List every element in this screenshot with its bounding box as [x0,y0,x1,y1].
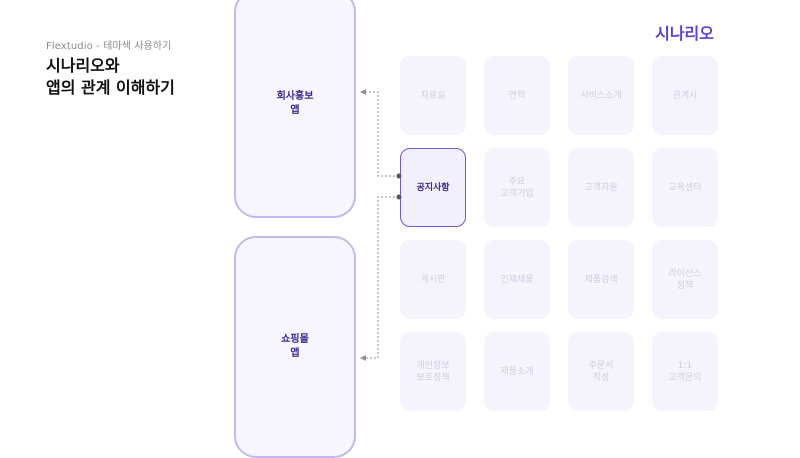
scenario-tile-label: 공지사항 [416,182,450,193]
scenario-tile-label: 인재채용 [500,274,534,285]
scenario-tile-label: 개인정보 [416,360,450,371]
app-card-shopping: 쇼핑몰 앱 [234,236,356,458]
app-card-shopping-label-1: 쇼핑몰 [281,334,309,345]
scenario-tile-11[interactable]: 제품검색 [568,240,634,319]
scenario-tile-label-2: 작성 [592,372,610,383]
scenario-tile-label: 고객지원 [584,182,618,193]
app-card-company: 회사홍보 앱 [234,0,356,218]
scenario-tile-8[interactable]: 교육센터 [652,148,718,227]
connector-to-company-app [360,89,399,177]
connector-to-shopping-app [360,196,399,361]
scenario-tile-label-2: 고객기업 [500,188,534,199]
scenario-tile-label: 제품검색 [584,274,618,285]
scenario-tile-label: 자료실 [420,90,446,101]
scenario-tile-9[interactable]: 게시판 [400,240,466,319]
scenario-tile-5[interactable]: 공지사항 [400,148,466,227]
app-card-shopping-label-2: 앱 [290,348,300,359]
scenario-tile-label-2: 정책 [676,280,694,291]
scenario-tile-2[interactable]: 연혁 [484,56,550,135]
scenario-section-label: 시나리오 [655,24,714,43]
scenario-tile-label: 1:1 [677,360,693,371]
scenario-tile-label-2: 보호정책 [416,372,450,383]
scenario-tile-7[interactable]: 고객지원 [568,148,634,227]
scenario-tile-label: 라이선스 [668,268,702,279]
scenario-tile-label: 관계사 [672,90,698,101]
scenario-tile-label: 교육센터 [668,182,702,193]
scenario-tile-label: 제품소개 [500,366,534,377]
scenario-tile-10[interactable]: 인재채용 [484,240,550,319]
page-title-line-2: 앱의 관계 이해하기 [46,78,175,97]
scenario-tile-14[interactable]: 제품소개 [484,332,550,411]
brand-subtitle: Flextudio - 테마색 사용하기 [46,41,172,52]
scenario-tile-4[interactable]: 관계사 [652,56,718,135]
scenario-tile-label: 주요 [508,176,526,187]
page-title-line-1: 시나리오와 [46,56,120,75]
scenario-tile-label: 주문서 [588,360,614,371]
app-card-company-label-1: 회사홍보 [276,91,314,102]
app-card-company-label-2: 앱 [290,105,300,116]
scenario-tile-1[interactable]: 자료실 [400,56,466,135]
scenario-tile-3[interactable]: 서비스소개 [568,56,634,135]
scenario-tile-label: 게시판 [420,274,446,285]
page-title: 시나리오와 앱의 관계 이해하기 [46,55,175,99]
scenario-tile-label: 서비스소개 [580,90,622,101]
scenario-tile-label: 연혁 [508,90,526,101]
scenario-tile-label-2: 고객문의 [668,372,702,383]
